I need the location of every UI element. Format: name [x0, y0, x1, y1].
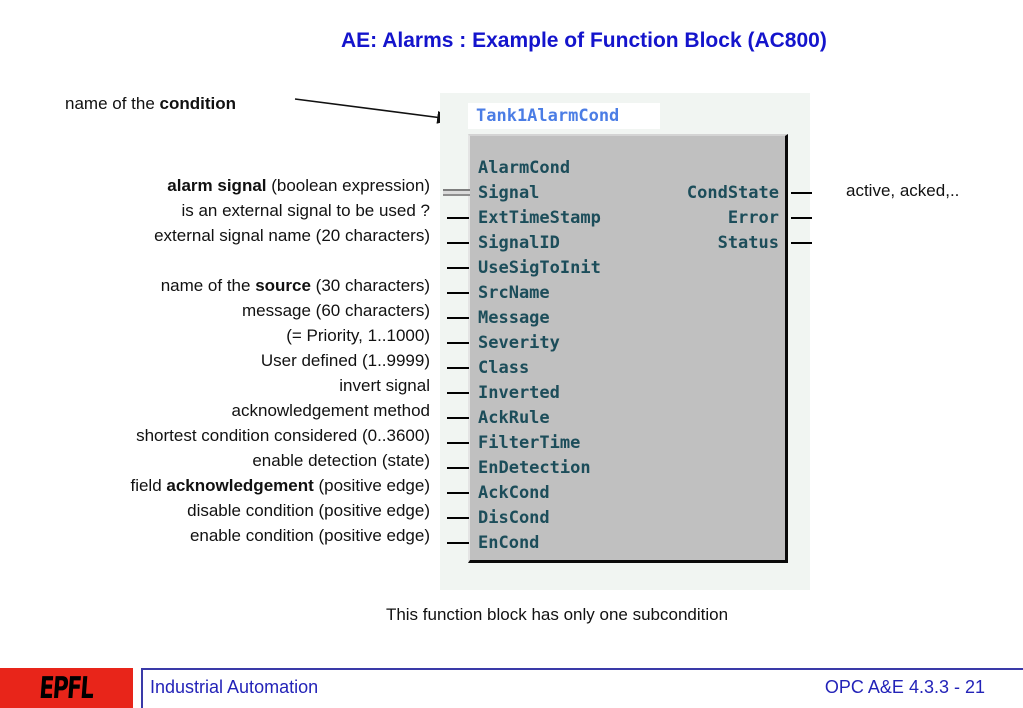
- footer-divider-vertical: [141, 668, 143, 708]
- fb-type-row: AlarmCond: [470, 156, 785, 181]
- fb-output-status: Status: [717, 233, 779, 253]
- fb-row-ackcond: AckCond: [447, 481, 785, 506]
- epfl-logo-text: EPFL: [38, 670, 95, 706]
- fb-row-inverted: Inverted: [447, 381, 785, 406]
- fb-row-filtertime: FilterTime: [447, 431, 785, 456]
- annotation-label: message (60 characters): [241, 301, 430, 320]
- fb-output-condstate: CondState: [686, 183, 779, 203]
- input-pin: [447, 517, 469, 519]
- input-pin: [447, 492, 469, 494]
- fb-row-message: Message: [447, 306, 785, 331]
- annotation-label: name of the source (30 characters): [160, 276, 430, 295]
- fb-row-discond: DisCond: [447, 506, 785, 531]
- fb-type-name: AlarmCond: [478, 158, 571, 178]
- fb-row-class: Class: [447, 356, 785, 381]
- slide-title: AE: Alarms : Example of Function Block (…: [341, 29, 827, 52]
- annotation-label: disable condition (positive edge): [187, 501, 430, 520]
- signal-input-pin: [443, 189, 470, 196]
- annotation-label: acknowledgement method: [231, 401, 430, 420]
- input-pin: [447, 267, 469, 269]
- fb-row-srcname: SrcName: [447, 281, 785, 306]
- fb-row-ackrule: AckRule: [447, 406, 785, 431]
- fb-row-usesigtoinit: UseSigToInit: [447, 256, 785, 281]
- annotation-label: (= Priority, 1..1000): [286, 326, 430, 345]
- input-pin: [447, 417, 469, 419]
- condition-annotation-pre: name of the: [65, 94, 160, 113]
- input-annotations: alarm signal (boolean expression) is an …: [20, 173, 430, 548]
- input-pin: [447, 217, 469, 219]
- annotation-label: is an external signal to be used ?: [181, 201, 430, 220]
- fb-row-encond: EnCond: [447, 531, 785, 556]
- fb-row-severity: Severity: [447, 331, 785, 356]
- input-pin: [447, 467, 469, 469]
- fb-output-error: Error: [727, 208, 779, 228]
- input-pin: [447, 542, 469, 544]
- condition-annotation: name of the condition: [65, 94, 236, 114]
- annotation-label: enable condition (positive edge): [189, 526, 430, 545]
- output-note: active, acked,..: [846, 181, 960, 200]
- annotation-label: shortest condition considered (0..3600): [136, 426, 430, 445]
- output-pin: [791, 242, 812, 244]
- condition-annotation-bold: condition: [159, 94, 236, 113]
- condition-arrow: [294, 98, 454, 124]
- input-pin: [447, 342, 469, 344]
- footer-course-title: Industrial Automation: [150, 677, 319, 697]
- annotation-label: external signal name (20 characters): [154, 226, 430, 245]
- fb-instance-name: Tank1AlarmCond: [468, 103, 660, 129]
- epfl-logo: EPFL: [0, 668, 133, 708]
- annotation-label: User defined (1..9999): [260, 351, 430, 370]
- output-pin: [791, 217, 812, 219]
- slide-caption: This function block has only one subcond…: [385, 605, 729, 624]
- input-pin: [447, 442, 469, 444]
- input-pin: [447, 367, 469, 369]
- footer-page-reference: OPC A&E 4.3.3 - 21: [824, 677, 985, 697]
- input-pin: [447, 242, 469, 244]
- footer-divider: [141, 668, 1023, 670]
- input-pin: [447, 292, 469, 294]
- annotation-label: field acknowledgement (positive edge): [130, 476, 430, 495]
- annotation-label: alarm signal (boolean expression): [167, 176, 430, 195]
- input-pin: [447, 317, 469, 319]
- input-pin: [447, 392, 469, 394]
- annotation-label: invert signal: [339, 376, 430, 395]
- output-pin: [791, 192, 812, 194]
- fb-row-endetection: EnDetection: [447, 456, 785, 481]
- annotation-label: enable detection (state): [252, 451, 430, 470]
